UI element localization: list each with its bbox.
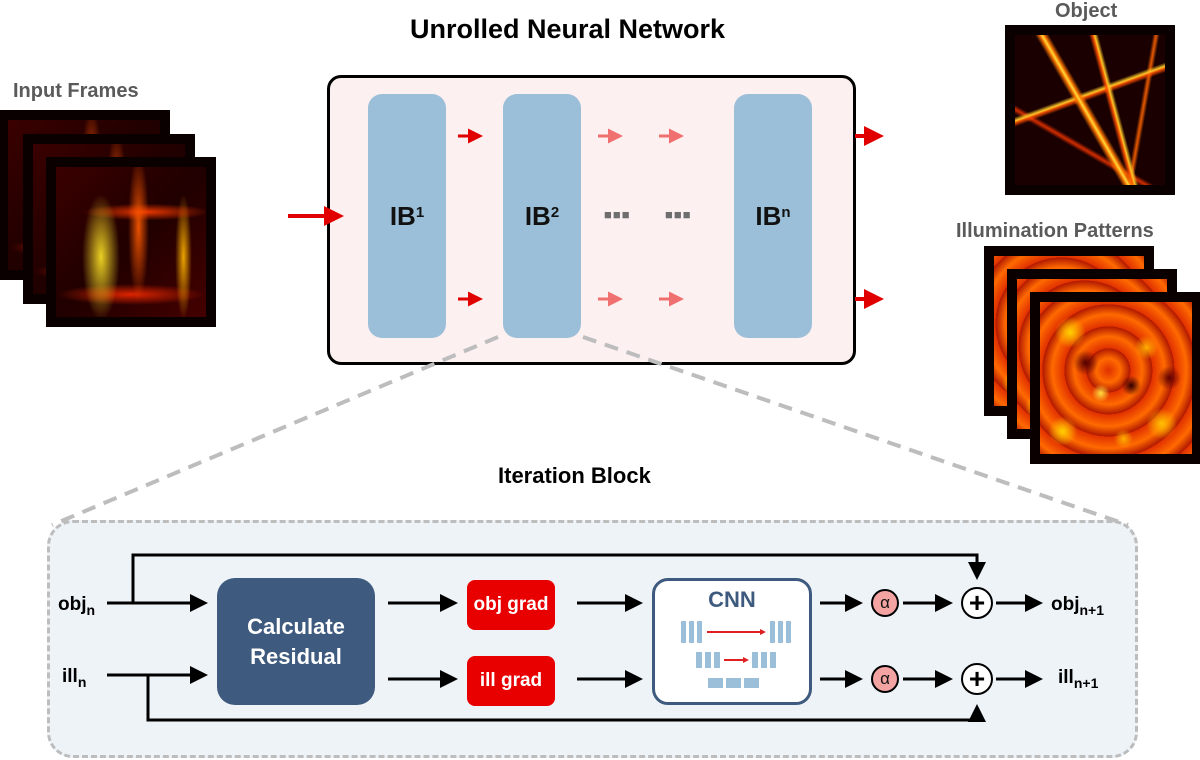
var-subscript: n <box>77 673 87 690</box>
calculate-residual-block[interactable]: Calculate Residual <box>217 578 375 705</box>
alpha-step-ill[interactable]: α <box>871 665 899 693</box>
var-base: ill <box>62 666 78 687</box>
illumination-image <box>1040 302 1192 454</box>
output-ill-n1: illn+1 <box>1058 667 1098 691</box>
ellipsis: ■■■ <box>665 207 692 222</box>
illumination-patterns-label: Illumination Patterns <box>956 220 1154 242</box>
var-subscript: n+1 <box>1073 674 1099 691</box>
output-obj-n1: objn+1 <box>1051 594 1104 618</box>
iteration-block-title: Iteration Block <box>498 463 651 488</box>
cnn-unet-icon <box>681 621 791 688</box>
input-obj-n: objn <box>58 594 95 618</box>
object-frame <box>1005 25 1175 195</box>
block-label: IB <box>524 200 551 231</box>
cnn-block[interactable]: CNN <box>652 578 812 705</box>
var-subscript: n <box>86 601 96 618</box>
diagram-title: Unrolled Neural Network <box>410 14 726 44</box>
obj-grad-block[interactable]: obj grad <box>467 580 555 630</box>
input-frame <box>46 157 216 327</box>
block-superscript: 2 <box>550 203 560 221</box>
plus-node-ill: + <box>961 663 993 695</box>
block-label: IB <box>755 200 782 231</box>
plus-node-obj: + <box>961 587 993 619</box>
var-base: obj <box>1051 594 1080 615</box>
var-base: obj <box>58 594 87 615</box>
var-subscript: n+1 <box>1079 601 1105 618</box>
iteration-block-panel <box>47 520 1138 758</box>
illumination-frame <box>1030 292 1200 464</box>
microscopy-image <box>56 167 206 317</box>
object-label: Object <box>1055 0 1118 22</box>
block-superscript: n <box>781 203 791 221</box>
input-ill-n: illn <box>62 666 86 690</box>
object-image <box>1015 35 1165 185</box>
block-superscript: 1 <box>415 203 425 221</box>
ellipsis: ■■■ <box>604 207 631 222</box>
ill-grad-block[interactable]: ill grad <box>467 656 555 706</box>
input-frames-label: Input Frames <box>13 80 139 102</box>
zoom-line-left <box>51 335 499 527</box>
alpha-step-obj[interactable]: α <box>871 589 899 617</box>
calculate-residual-label: Calculate Residual <box>247 613 345 669</box>
zoom-guide-lines <box>51 335 1129 527</box>
block-label: IB <box>389 200 416 231</box>
var-base: ill <box>1058 667 1074 688</box>
